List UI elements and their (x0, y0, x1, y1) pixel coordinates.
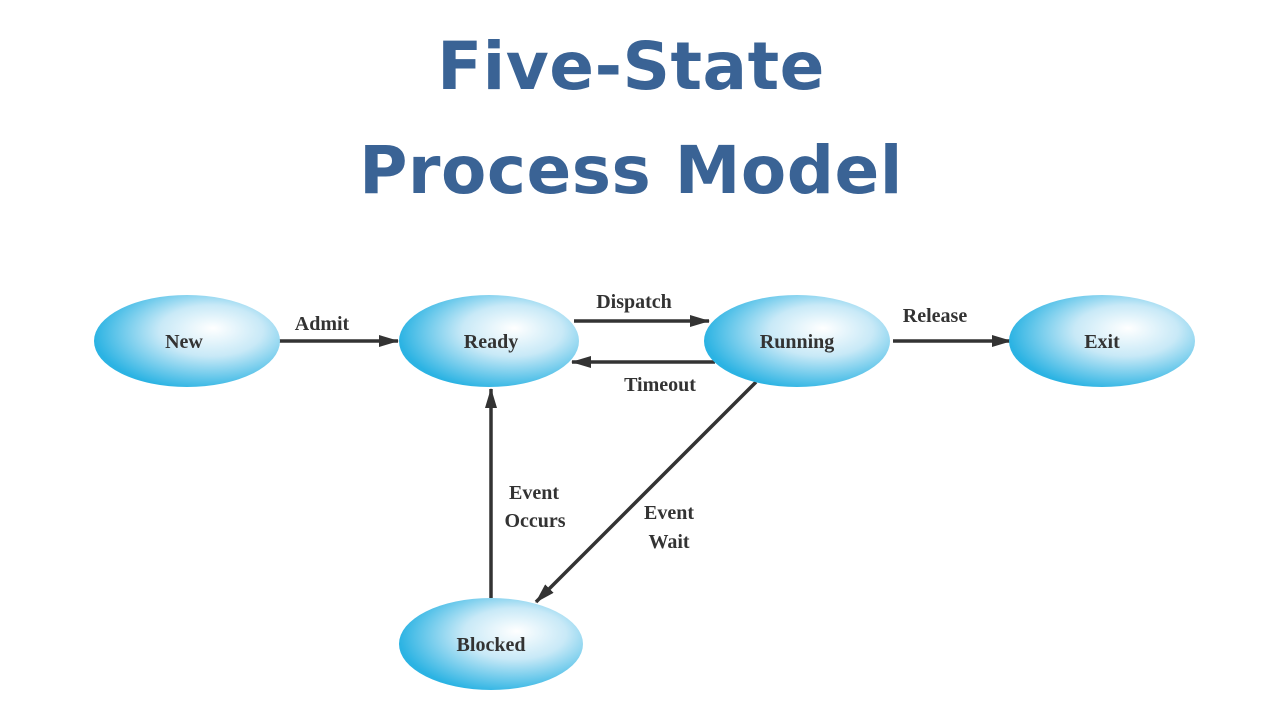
state-ready: Ready (399, 295, 579, 387)
title-line-1: Five-State (437, 28, 825, 105)
label-event-wait-line-2: Wait (648, 531, 689, 553)
state-running: Running (704, 295, 890, 387)
label-event-occurs-line-2: Occurs (504, 510, 565, 532)
transition-arrows (278, 315, 1012, 604)
title-line-2: Process Model (359, 132, 903, 209)
label-release: Release (903, 305, 968, 327)
label-timeout: Timeout (624, 374, 696, 396)
label-admit: Admit (295, 313, 350, 335)
transition-labels: Admit Dispatch Timeout Release Event Occ… (295, 291, 968, 553)
state-exit-label: Exit (1084, 331, 1120, 353)
state-blocked: Blocked (399, 598, 583, 690)
state-new-label: New (165, 331, 203, 353)
arrow-event-wait (534, 380, 758, 604)
label-event-occurs-line-1: Event (509, 482, 559, 504)
label-event-wait-line-1: Event (644, 502, 694, 524)
state-ready-label: Ready (464, 331, 518, 353)
state-new: New (94, 295, 280, 387)
state-blocked-label: Blocked (457, 634, 526, 656)
state-exit: Exit (1009, 295, 1195, 387)
state-nodes: New Ready Running Exit Blocked (94, 295, 1195, 690)
label-dispatch: Dispatch (596, 291, 672, 313)
state-running-label: Running (760, 331, 835, 353)
